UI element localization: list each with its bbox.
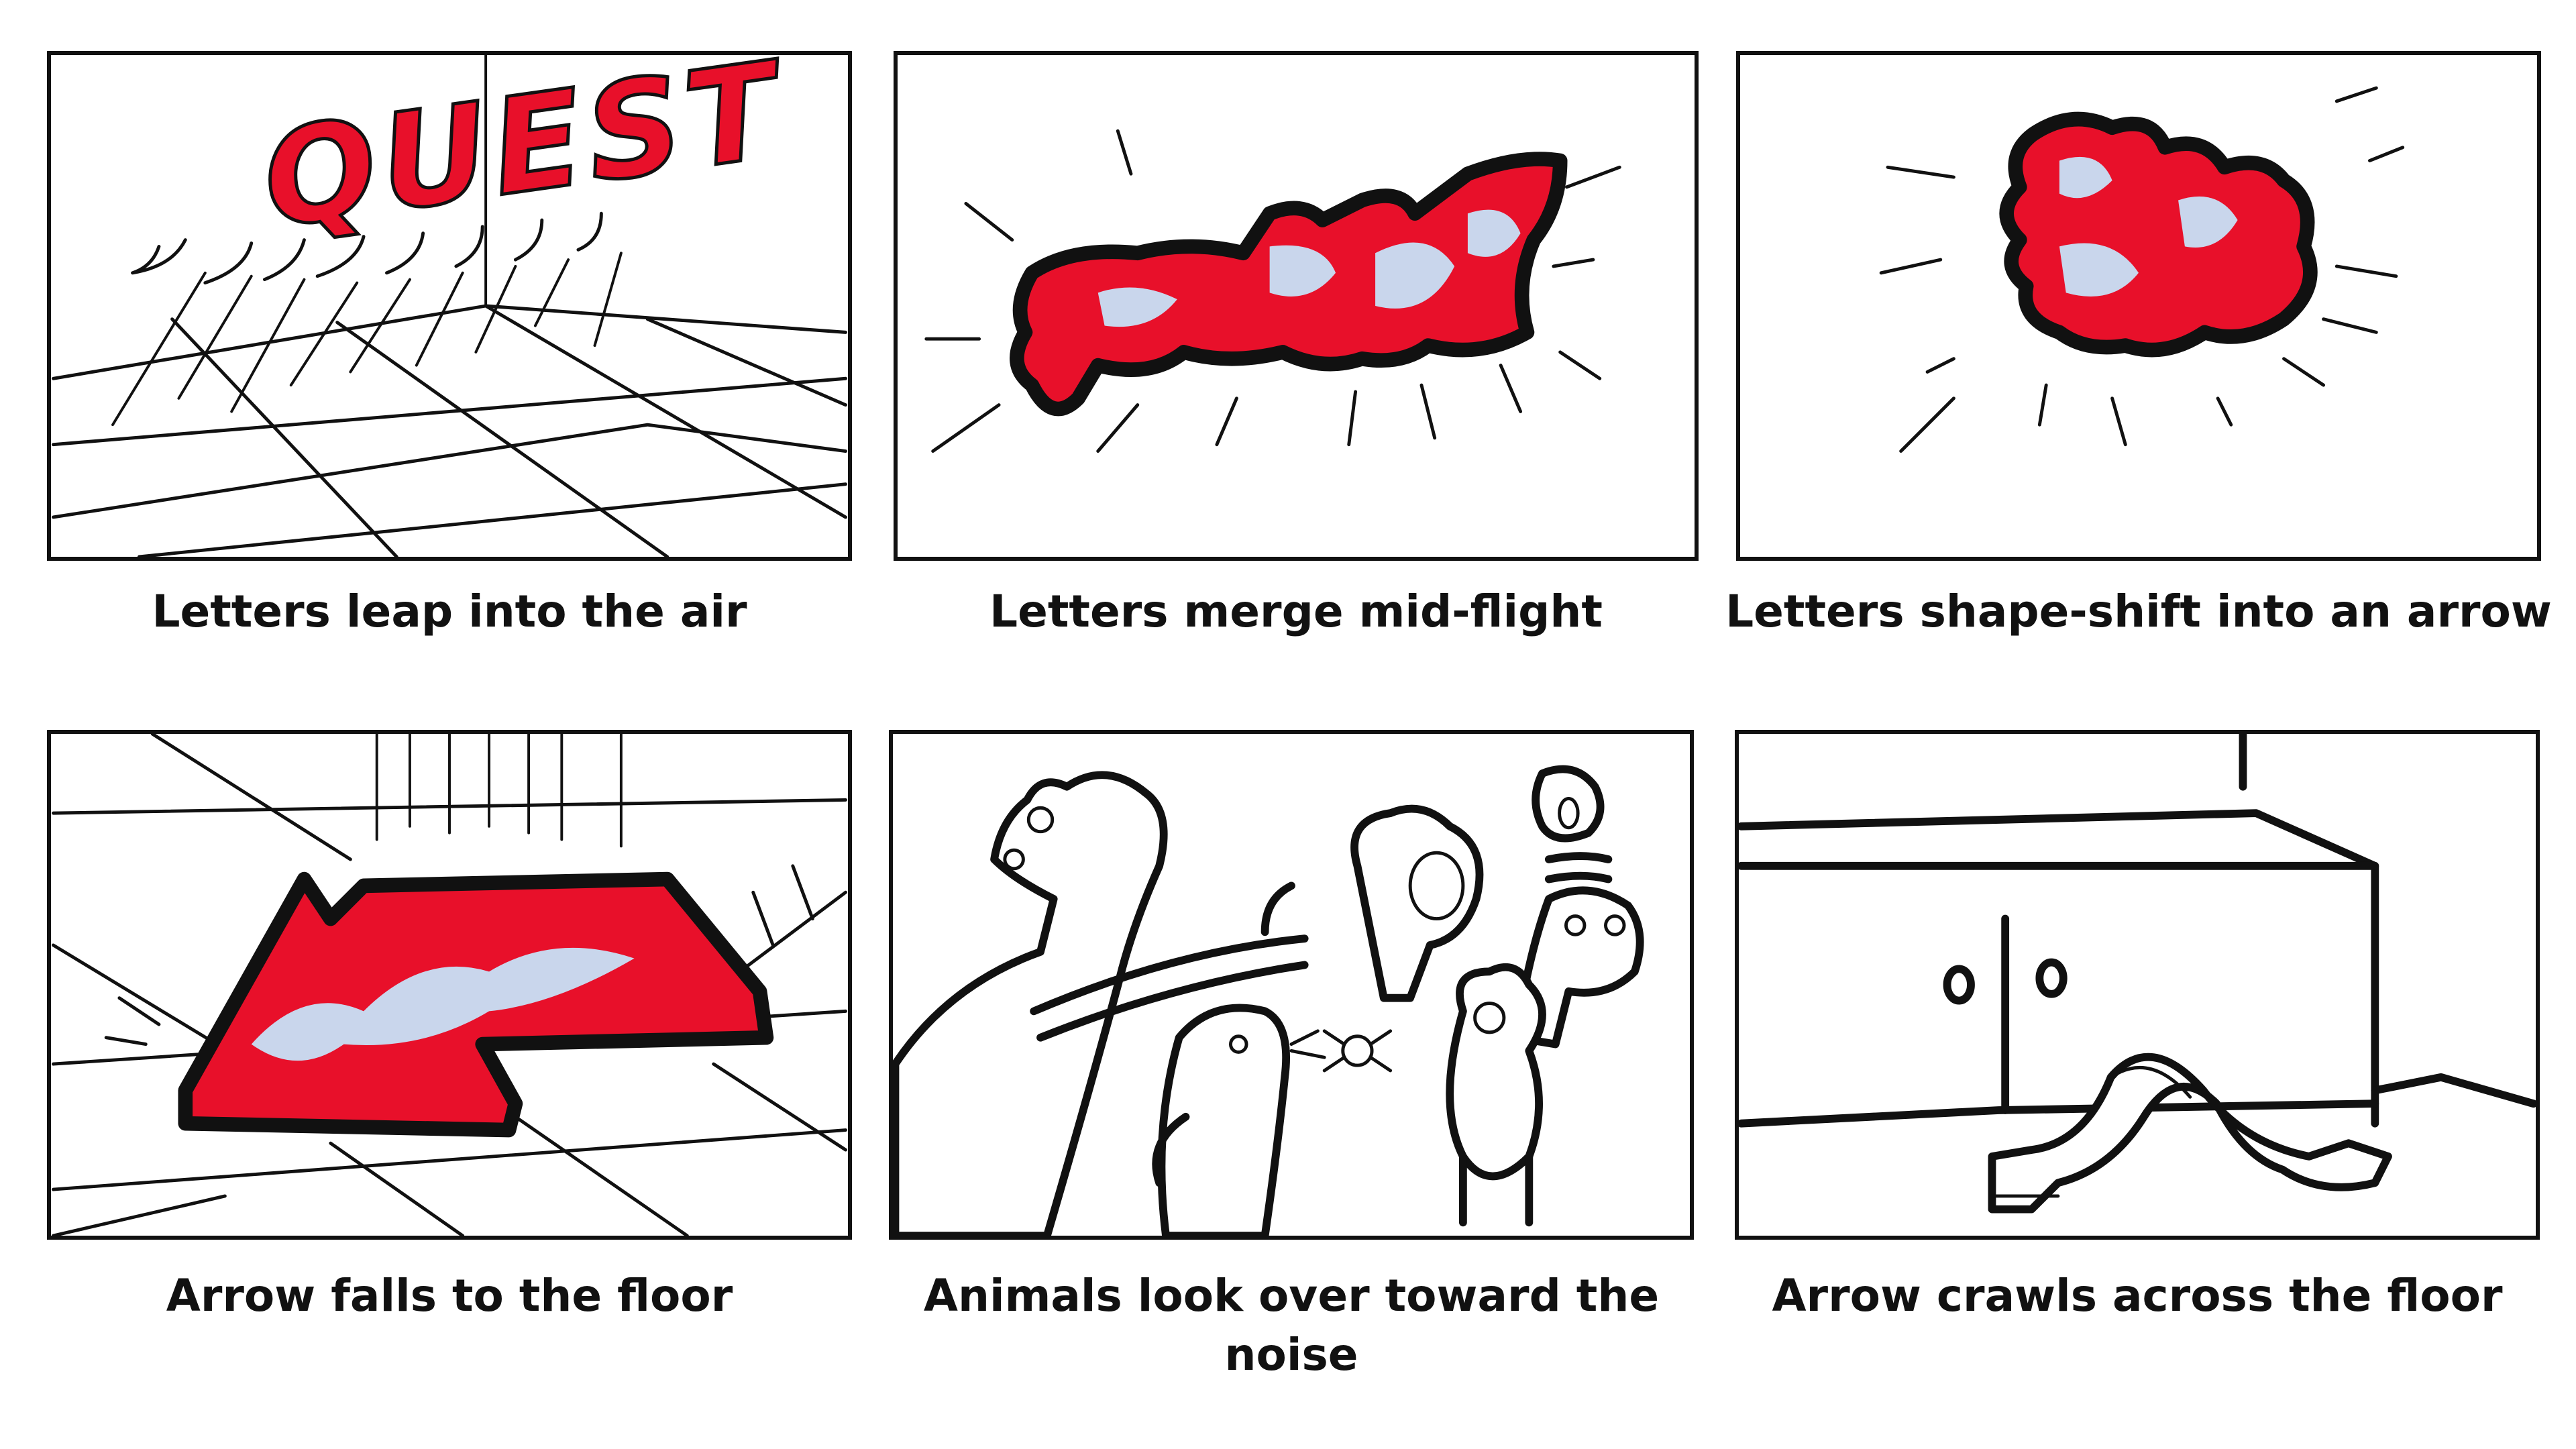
dog-character	[1511, 886, 1644, 1049]
floor-tiles	[52, 304, 847, 557]
caption-panel-4: Arrow falls to the floor	[166, 1270, 733, 1322]
burst-lines	[924, 129, 1621, 453]
shifting-blob-highlights	[2059, 156, 2238, 297]
merged-letters-highlights	[1097, 209, 1521, 327]
panel-5-illustration	[893, 765, 1644, 1236]
quest-letters: QUEST	[254, 55, 796, 258]
storyboard-panel-6	[1735, 730, 2540, 1240]
shifting-blob	[1999, 111, 2318, 358]
storyboard-panel-4	[47, 730, 852, 1240]
storyboard-panel-1: QUEST	[47, 51, 852, 561]
frog-character	[1350, 804, 1484, 1002]
floor-edge	[2371, 1073, 2536, 1108]
caption-panel-1: Letters leap into the air	[152, 586, 747, 637]
storyboard-panel-2	[894, 51, 1699, 561]
arrow-highlight	[251, 947, 635, 1061]
crawling-arrow	[1988, 1053, 2392, 1214]
caption-panel-3: Letters shape-shift into an arrow	[1725, 586, 2552, 637]
motion-lines	[111, 252, 623, 427]
fall-lines	[375, 734, 623, 848]
bear-character	[893, 771, 1168, 1236]
cabinet	[1739, 734, 2379, 1128]
reaching-arms	[1030, 881, 1309, 1187]
impact-lines	[104, 864, 814, 1046]
cabinet-knob-right	[2035, 958, 2068, 998]
caption-panel-6: Arrow crawls across the floor	[1772, 1270, 2503, 1322]
burst-lines	[1879, 86, 2405, 453]
panel-4-illustration	[52, 734, 847, 1236]
storyboard-panel-5	[889, 730, 1694, 1240]
mole-character	[1157, 1004, 1326, 1236]
caption-panel-5: Animals look over toward the noise	[923, 1270, 1660, 1381]
panel-3-illustration	[1879, 86, 2405, 453]
cabinet-knob-left	[1943, 965, 1975, 1005]
panel-1-illustration: QUEST	[52, 55, 847, 557]
mouse-character	[1532, 765, 1613, 883]
small-spider-creature	[1322, 1029, 1393, 1073]
panel-2-illustration	[924, 129, 1621, 453]
storyboard-panel-3	[1736, 51, 2541, 561]
letter-drips	[131, 211, 603, 285]
caption-panel-2: Letters merge mid-flight	[989, 586, 1603, 637]
small-frog-character	[1446, 963, 1546, 1227]
panel-6-illustration	[1739, 734, 2536, 1214]
